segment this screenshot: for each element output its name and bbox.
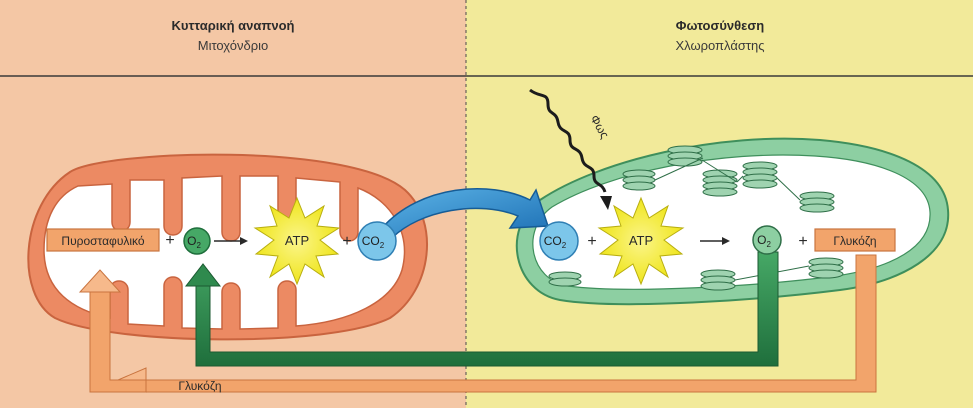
co2-transfer-arrow bbox=[380, 187, 550, 240]
right-plus-1: + bbox=[587, 233, 596, 250]
bottom-glucose-label: Γλυκόζη bbox=[178, 379, 221, 393]
light-wave-icon bbox=[529, 88, 607, 193]
glucose-arrow-head-up bbox=[78, 269, 122, 293]
right-co2-molecule bbox=[539, 221, 579, 261]
left-plus-2: + bbox=[342, 233, 351, 250]
left-atp-burst-icon bbox=[253, 196, 341, 286]
right-atp-label: ATP bbox=[629, 233, 653, 248]
right-o2-molecule bbox=[752, 225, 782, 255]
left-o2-molecule bbox=[183, 227, 211, 255]
left-panel-title: Κυτταρική αναπνοή bbox=[172, 18, 295, 33]
light-arrow-head bbox=[600, 196, 612, 210]
left-atp-label: ATP bbox=[285, 233, 309, 248]
right-plus-2: + bbox=[798, 233, 807, 250]
left-panel-subtitle: Μιτοχόνδριο bbox=[198, 38, 269, 53]
right-glucose-box bbox=[814, 228, 896, 252]
left-co2-label: CO2 bbox=[362, 234, 385, 250]
oxygen-arrow-head-up bbox=[184, 263, 222, 287]
pyruvate-label: Πυροσταφυλικό bbox=[61, 234, 145, 248]
left-co2-molecule bbox=[357, 221, 397, 261]
right-atp-burst-icon bbox=[597, 196, 685, 286]
pyruvate-box bbox=[46, 228, 160, 252]
left-plus-1: + bbox=[165, 232, 174, 249]
right-panel-title: Φωτοσύνθεση bbox=[676, 18, 764, 33]
right-co2-label: CO2 bbox=[544, 234, 567, 250]
right-reaction-arrow-head bbox=[722, 237, 730, 245]
right-o2-label: O2 bbox=[757, 233, 771, 249]
right-panel-subtitle: Χλωροπλάστης bbox=[675, 38, 764, 53]
right-glucose-label: Γλυκόζη bbox=[833, 234, 876, 248]
left-reaction-arrow-head bbox=[240, 237, 248, 245]
thylakoid-grana bbox=[548, 145, 844, 291]
left-o2-label: O2 bbox=[187, 234, 201, 250]
